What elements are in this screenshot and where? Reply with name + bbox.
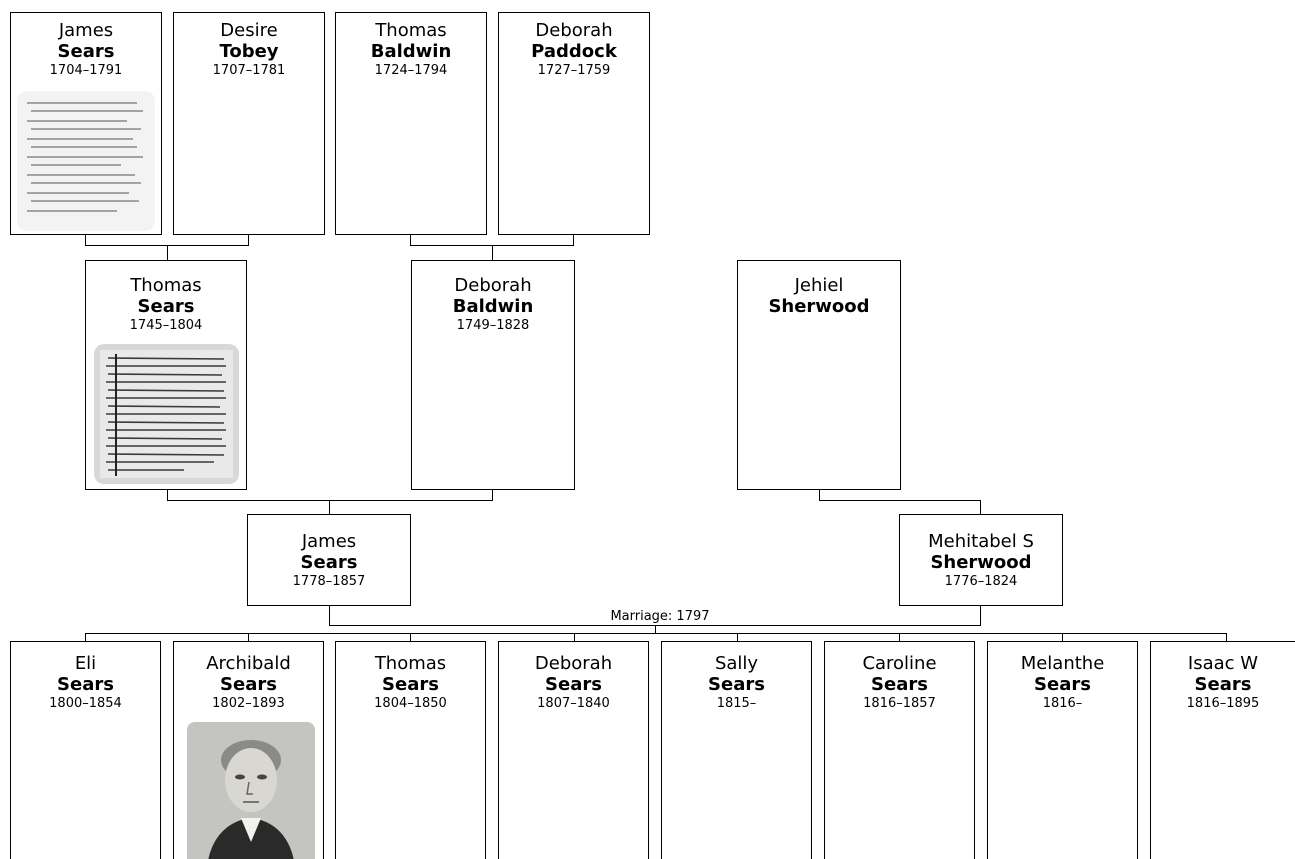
surname: Sears bbox=[57, 41, 115, 62]
surname: Sears bbox=[220, 674, 277, 695]
life-dates: 1776–1824 bbox=[944, 574, 1018, 589]
given-name: Deborah bbox=[534, 653, 613, 674]
connector-line bbox=[167, 500, 493, 501]
connector-line bbox=[1226, 633, 1227, 642]
life-dates: 1802–1893 bbox=[212, 696, 285, 711]
given-name: Jehiel bbox=[794, 275, 844, 296]
given-name: Sally bbox=[714, 653, 759, 674]
portrait-photo bbox=[187, 722, 315, 859]
surname: Sears bbox=[708, 674, 765, 695]
surname: Sears bbox=[382, 674, 439, 695]
given-name: Deborah bbox=[454, 275, 532, 296]
connector-line bbox=[655, 625, 656, 634]
connector-line bbox=[980, 500, 981, 515]
life-dates: 1704–1791 bbox=[49, 63, 123, 78]
life-dates: 1800–1854 bbox=[49, 696, 122, 711]
children-line bbox=[85, 633, 1227, 634]
life-dates: 1816–1895 bbox=[1186, 696, 1260, 711]
life-dates: 1745–1804 bbox=[129, 318, 203, 333]
connector-line bbox=[492, 245, 493, 261]
connector-line bbox=[410, 633, 411, 642]
given-name: James bbox=[58, 20, 114, 41]
connector-line bbox=[1062, 633, 1063, 642]
surname: Sears bbox=[545, 674, 602, 695]
connector-line bbox=[329, 500, 330, 515]
given-name: Thomas bbox=[130, 275, 202, 296]
surname: Tobey bbox=[219, 41, 279, 62]
surname: Sears bbox=[871, 674, 928, 695]
connector-line bbox=[167, 245, 168, 261]
person-card-james-sears-1704[interactable]: James Sears 1704–1791 bbox=[10, 12, 162, 235]
given-name: Deborah bbox=[535, 20, 613, 41]
connector-line bbox=[819, 489, 820, 501]
connector-line bbox=[737, 633, 738, 642]
life-dates: 1816– bbox=[1042, 696, 1083, 711]
connector-line bbox=[819, 500, 981, 501]
given-name: Thomas bbox=[375, 20, 447, 41]
surname: Sears bbox=[1194, 674, 1252, 695]
given-name: Mehitabel S bbox=[928, 531, 1034, 552]
person-card-desire-tobey[interactable]: Desire Tobey 1707–1781 bbox=[173, 12, 325, 235]
life-dates: 1807–1840 bbox=[537, 696, 610, 711]
given-name: Archibald bbox=[206, 653, 291, 674]
life-dates: 1816–1857 bbox=[863, 696, 936, 711]
person-card-archibald-sears[interactable]: Archibald Sears 1802–1893 bbox=[173, 641, 324, 859]
surname: Baldwin bbox=[370, 41, 452, 62]
connector-line bbox=[248, 633, 249, 642]
connector-line bbox=[899, 633, 900, 642]
person-card-melanthe-sears[interactable]: Melanthe Sears 1816– bbox=[987, 641, 1138, 859]
person-card-deborah-baldwin[interactable]: Deborah Baldwin 1749–1828 bbox=[411, 260, 575, 490]
life-dates: 1778–1857 bbox=[292, 574, 366, 589]
surname: Baldwin bbox=[452, 296, 534, 317]
person-card-eli-sears[interactable]: Eli Sears 1800–1854 bbox=[10, 641, 161, 859]
person-card-jehiel-sherwood[interactable]: Jehiel Sherwood bbox=[737, 260, 901, 490]
person-card-thomas-sears-1745[interactable]: Thomas Sears 1745–1804 bbox=[85, 260, 247, 490]
connector-line bbox=[85, 633, 86, 642]
given-name: Eli bbox=[74, 653, 97, 674]
surname: Sears bbox=[300, 552, 358, 573]
given-name: Thomas bbox=[374, 653, 447, 674]
connector-line bbox=[85, 235, 86, 246]
connector-line bbox=[574, 633, 575, 642]
person-card-mehitabel-sherwood[interactable]: Mehitabel S Sherwood 1776–1824 bbox=[899, 514, 1063, 606]
life-dates: 1815– bbox=[716, 696, 757, 711]
life-dates: 1707–1781 bbox=[212, 63, 286, 78]
surname: Sears bbox=[137, 296, 195, 317]
life-dates: 1804–1850 bbox=[374, 696, 447, 711]
connector-line bbox=[573, 235, 574, 246]
person-card-sally-sears[interactable]: Sally Sears 1815– bbox=[661, 641, 812, 859]
connector-line bbox=[492, 489, 493, 501]
document-thumbnail bbox=[17, 91, 155, 231]
surname: Sears bbox=[57, 674, 114, 695]
surname: Sherwood bbox=[930, 552, 1032, 573]
surname: Paddock bbox=[531, 41, 617, 62]
connector-line bbox=[167, 489, 168, 501]
manuscript-thumbnail bbox=[94, 344, 239, 484]
person-card-deborah-sears[interactable]: Deborah Sears 1807–1840 bbox=[498, 641, 649, 859]
person-card-james-sears-1778[interactable]: James Sears 1778–1857 bbox=[247, 514, 411, 606]
connector-line bbox=[248, 235, 249, 246]
connector-line bbox=[329, 605, 330, 626]
given-name: Desire bbox=[220, 20, 278, 41]
person-card-caroline-sears[interactable]: Caroline Sears 1816–1857 bbox=[824, 641, 975, 859]
person-card-deborah-paddock[interactable]: Deborah Paddock 1727–1759 bbox=[498, 12, 650, 235]
marriage-label: Marriage: 1797 bbox=[610, 609, 710, 624]
person-card-isaac-w-sears[interactable]: Isaac W Sears 1816–1895 bbox=[1150, 641, 1295, 859]
given-name: Melanthe bbox=[1020, 653, 1105, 674]
life-dates: 1749–1828 bbox=[456, 318, 530, 333]
life-dates: 1727–1759 bbox=[537, 63, 611, 78]
given-name: James bbox=[301, 531, 357, 552]
surname: Sherwood bbox=[768, 296, 870, 317]
person-card-thomas-baldwin[interactable]: Thomas Baldwin 1724–1794 bbox=[335, 12, 487, 235]
connector-line bbox=[410, 235, 411, 246]
person-card-thomas-sears-1804[interactable]: Thomas Sears 1804–1850 bbox=[335, 641, 486, 859]
surname: Sears bbox=[1034, 674, 1091, 695]
connector-line bbox=[980, 605, 981, 626]
given-name: Isaac W bbox=[1187, 653, 1259, 674]
given-name: Caroline bbox=[862, 653, 937, 674]
life-dates: 1724–1794 bbox=[374, 63, 448, 78]
